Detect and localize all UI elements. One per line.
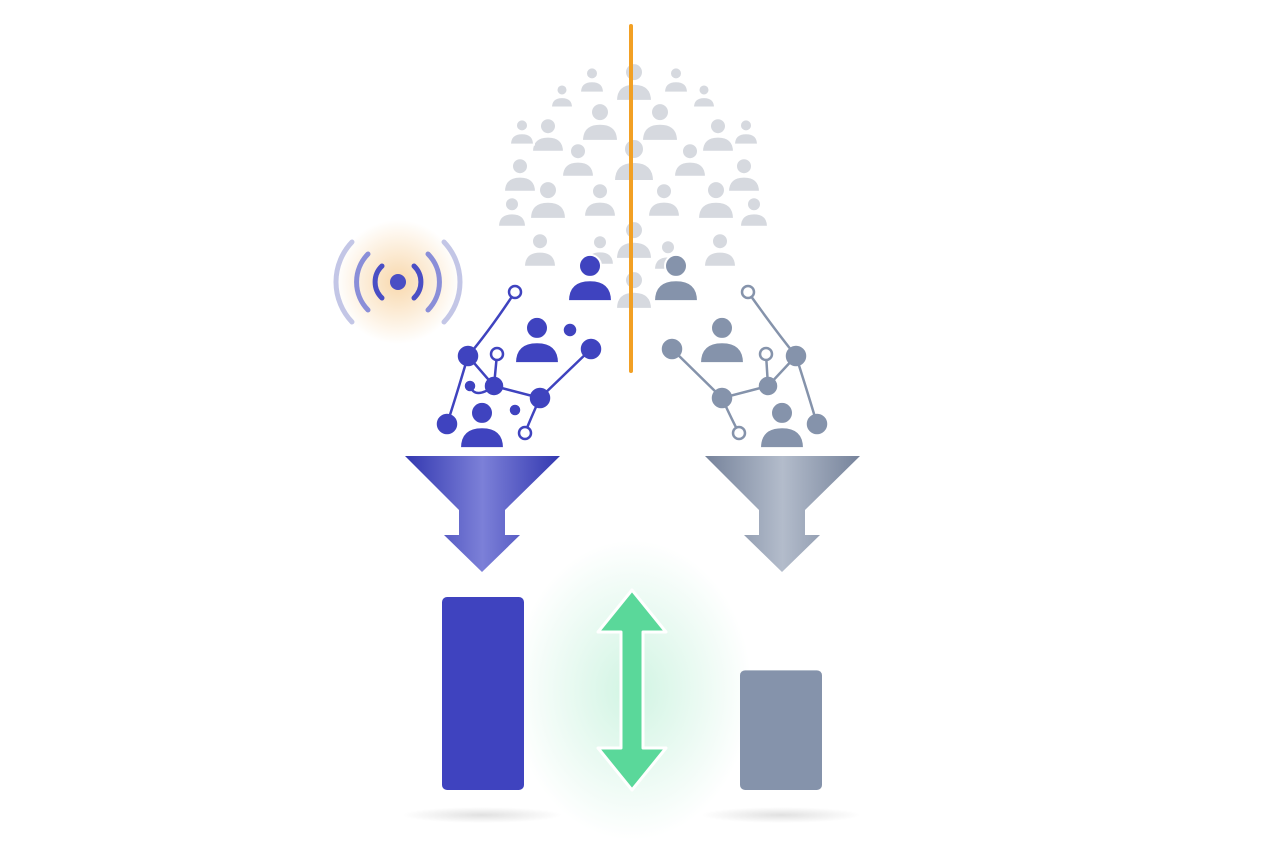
person-icon [580,102,620,142]
network-link [794,355,819,425]
person-icon [726,157,762,193]
person-icon [528,180,568,220]
control-network [652,253,828,450]
person-icon [700,117,736,153]
person-icon [652,253,700,303]
network-node-icon [758,376,778,396]
network-node-icon [740,284,756,300]
person-icon [698,315,746,365]
person-icon [758,400,806,450]
person-icon [508,118,536,146]
person-icon [458,400,506,450]
crowd-icon [496,62,770,310]
control-funnel-icon [705,456,860,572]
signal-broadcast-icon [333,220,463,344]
network-node-icon [758,346,774,362]
network-link [746,291,797,357]
person-icon [522,232,558,268]
person-icon [502,157,538,193]
network-node-icon [661,338,683,360]
network-link [467,348,592,400]
person-icon [549,83,575,109]
person-icon [672,142,708,178]
network-node-icon [464,380,476,392]
person-icon [582,182,618,218]
person-icon [578,66,606,94]
split-divider-line [629,24,633,373]
person-icon [702,232,738,268]
network-node-icon [563,323,577,337]
network-link [671,348,797,400]
network-node-icon [507,284,523,300]
treatment-funnel-icon [405,456,560,572]
person-icon [566,253,614,303]
network-node-icon [457,345,479,367]
network-node-icon [529,387,551,409]
network-node-icon [785,345,807,367]
network-node-icon [509,404,521,416]
network-node-icon [517,425,533,441]
person-icon [496,196,528,228]
network-link [445,355,470,425]
network-node-icon [436,413,458,435]
bar-treatment [442,597,524,790]
person-icon [691,83,717,109]
network-node-icon [711,387,733,409]
person-icon [640,102,680,142]
network-node-icon [580,338,602,360]
person-icon [612,138,656,182]
network-node-icon [484,376,504,396]
bar-shadow [402,807,562,823]
double-arrow-icon [596,588,668,792]
network-node-icon [731,425,747,441]
person-icon [530,117,566,153]
bar-control [740,670,822,790]
network-link [467,291,517,357]
person-icon [732,118,760,146]
person-icon [696,180,736,220]
person-icon [614,270,654,310]
person-icon [614,220,654,260]
person-icon [738,196,770,228]
network-node-icon [489,346,505,362]
person-icon [662,66,690,94]
treatment-network [436,253,614,450]
person-icon [614,62,654,102]
person-icon [560,142,596,178]
bar-shadow [701,807,861,823]
network-node-icon [806,413,828,435]
person-icon [646,182,682,218]
person-icon [513,315,561,365]
